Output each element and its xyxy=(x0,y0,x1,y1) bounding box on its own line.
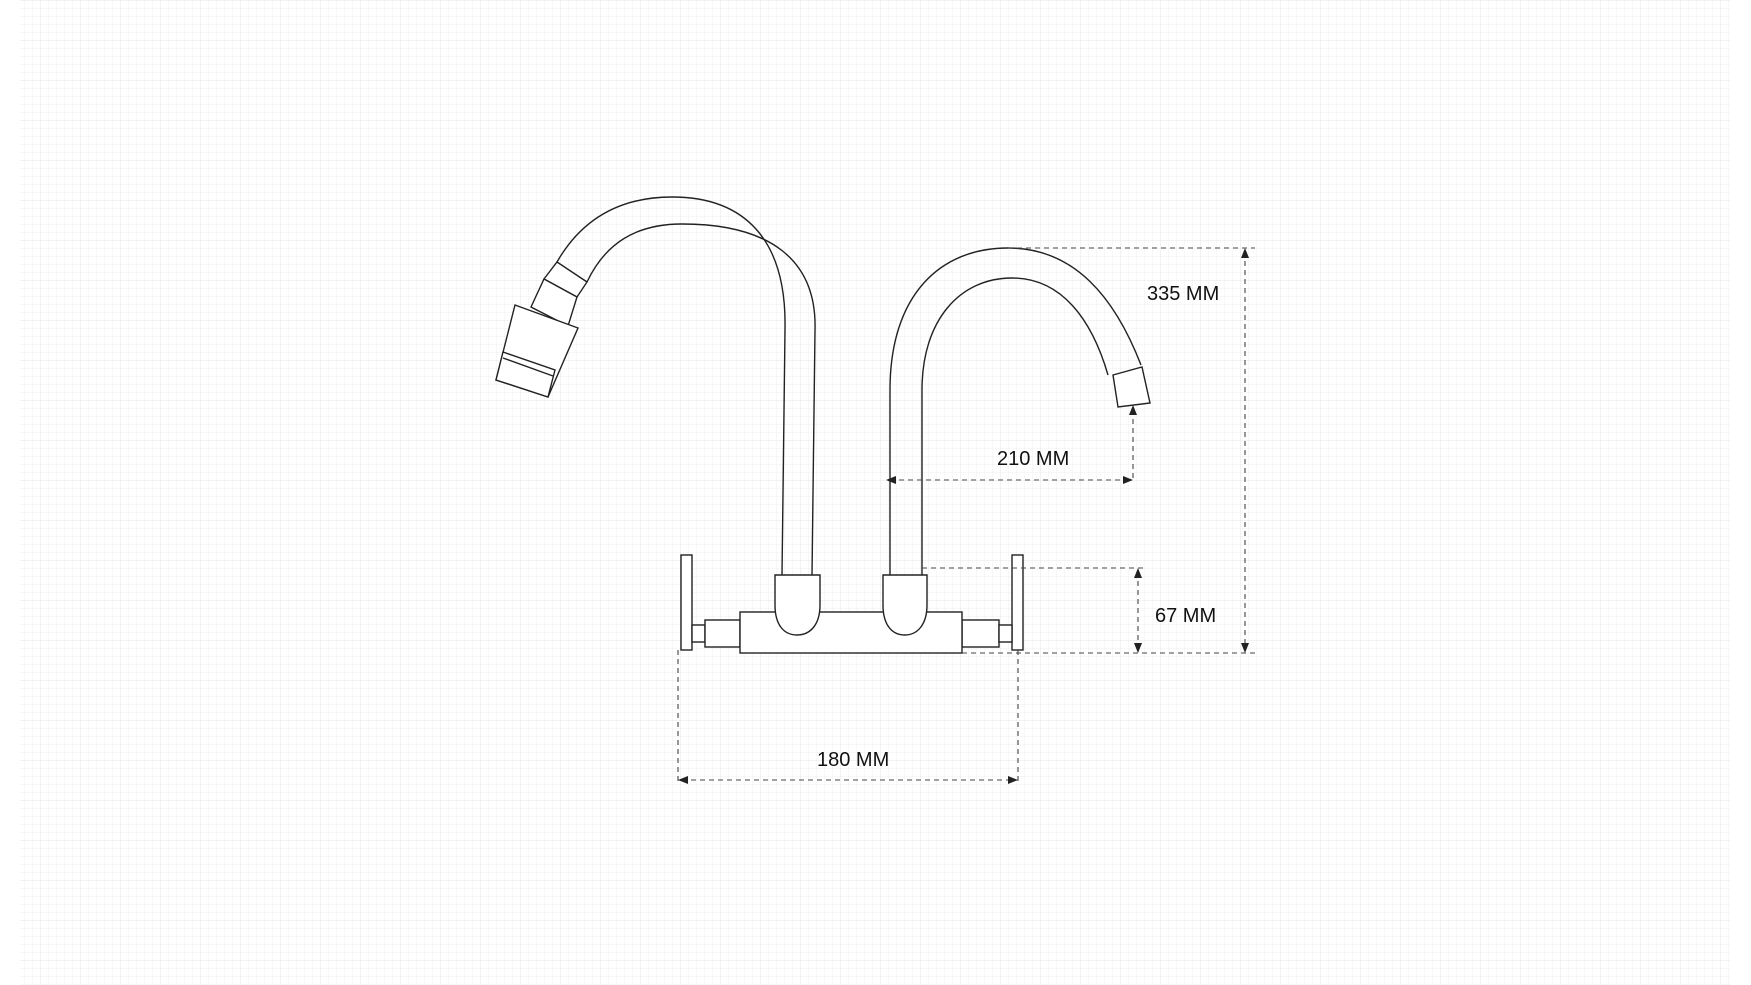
right-spout-nozzle xyxy=(1112,366,1151,408)
grid-background xyxy=(20,0,1730,985)
dimension-overall-height: 335 MM xyxy=(962,247,1255,654)
arrow-right xyxy=(1008,776,1018,784)
left-wall-flange xyxy=(680,554,693,651)
shower-head-band xyxy=(502,357,554,377)
arrow-left xyxy=(678,776,688,784)
right-spout-socket xyxy=(882,574,928,636)
center-width-label: 180 MM xyxy=(817,749,889,771)
dimension-body-height: 67 MM xyxy=(922,567,1216,653)
left-connector-nut xyxy=(691,624,706,643)
arrow-left xyxy=(886,476,896,484)
shower-head-face xyxy=(495,351,556,398)
right-spout xyxy=(889,247,1151,575)
arrow-right xyxy=(1123,476,1133,484)
arrow-up xyxy=(1134,568,1142,578)
faucet-body xyxy=(680,554,1024,654)
body-height-label: 67 MM xyxy=(1155,605,1216,627)
overall-height-label: 335 MM xyxy=(1147,283,1219,305)
arrow-up xyxy=(1241,248,1249,258)
right-wall-flange xyxy=(1011,554,1024,651)
main-body-bar xyxy=(739,611,963,654)
left-spout-socket xyxy=(774,574,821,636)
left-spout-inner-curve xyxy=(586,223,816,576)
right-spout-outer-curve xyxy=(889,247,1142,575)
left-spout-outer-curve xyxy=(556,196,786,576)
dimension-center-width: 180 MM xyxy=(677,650,1019,785)
left-spout xyxy=(495,196,816,576)
right-connector-sleeve xyxy=(961,619,1000,648)
right-connector-nut xyxy=(998,624,1013,643)
arrow-down xyxy=(1134,643,1142,653)
left-connector-sleeve xyxy=(704,619,741,648)
spout-reach-label: 210 MM xyxy=(997,448,1069,470)
arrow-up xyxy=(1129,405,1137,415)
dimension-spout-reach: 210 MM xyxy=(886,405,1137,484)
arrow-down xyxy=(1241,643,1249,653)
right-spout-inner-curve xyxy=(921,277,1109,575)
